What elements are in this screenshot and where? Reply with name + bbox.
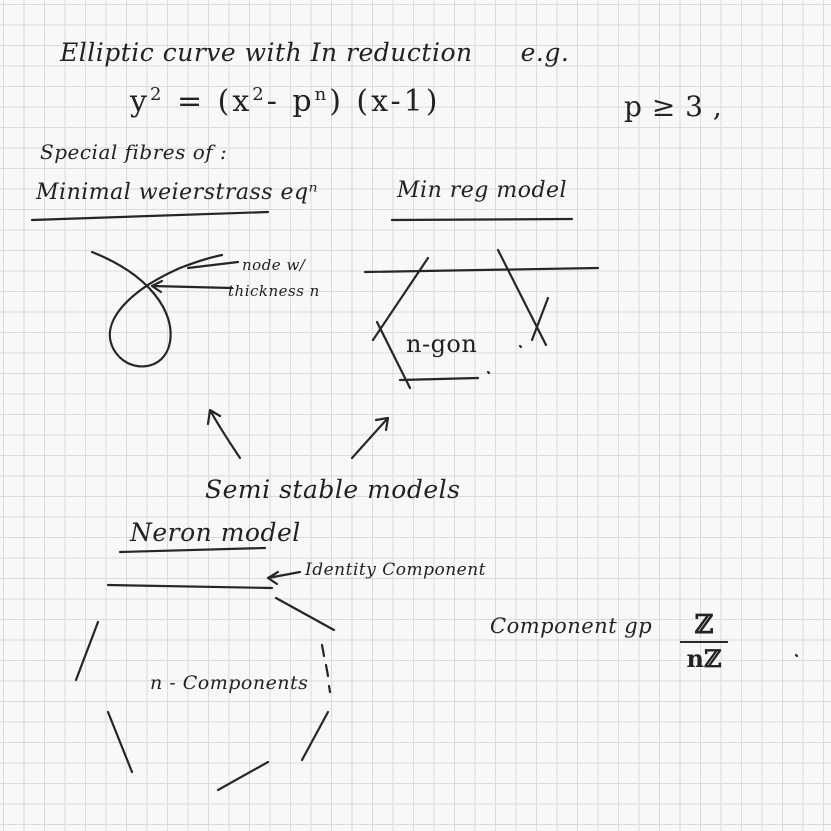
eqn-mid2: - p [267, 84, 315, 119]
fraction-numerator: ℤ [676, 610, 732, 640]
identity-component-line [108, 585, 272, 588]
component-right-dashed-1 [322, 645, 324, 656]
min-weierstrass-heading: Minimal weierstrass eqⁿ [36, 180, 318, 205]
node-label-line2: thickness n [228, 282, 320, 300]
nodal-curve [92, 252, 222, 366]
ngon-top-line [365, 268, 598, 272]
eqn-mid: = (x [164, 84, 252, 119]
neron-underline [120, 548, 265, 552]
fraction-denominator: nℤ [676, 644, 732, 674]
min-weierstrass-underline [32, 212, 268, 220]
semistable-models-label: Semi stable models [205, 475, 460, 504]
n-components-label: n - Components [150, 672, 308, 694]
special-fibres-label: Special fibres of : [40, 140, 227, 164]
p-condition: p ≥ 3 , [624, 90, 722, 123]
node-arrow [152, 281, 232, 292]
component-left [76, 622, 98, 680]
right-up-arrow [352, 418, 388, 458]
trailing-dot [796, 655, 797, 656]
title-eg: e.g. [521, 38, 570, 67]
identity-component-label: Identity Component [305, 560, 486, 580]
n-gon-label: n-gon [406, 330, 477, 358]
identity-arrow [268, 572, 300, 584]
node-label-line1: node w/ [242, 256, 305, 274]
component-group-fraction: ℤ nℤ [676, 610, 732, 674]
min-reg-underline [392, 219, 572, 220]
notes-title: Elliptic curve with In reduction e.g. [60, 38, 569, 67]
component-right-lower [302, 712, 328, 760]
ngon-dot-2 [520, 346, 521, 347]
eqn-y: y [130, 84, 150, 119]
fraction-bar [680, 641, 728, 643]
eqn-y-exp: 2 [150, 84, 164, 105]
component-right-dashed-3 [329, 686, 330, 692]
neron-model-heading: Neron model [130, 518, 301, 547]
component-group-label: Component gp [490, 614, 652, 638]
eqn-rhs: ) (x-1) [329, 84, 440, 119]
component-bottom [218, 762, 268, 790]
ngon-side-right-upper [498, 250, 546, 345]
ngon-dot [488, 372, 489, 373]
ngon-bottom-line [400, 378, 478, 380]
component-top-right [276, 598, 334, 630]
component-left-lower [108, 712, 132, 772]
component-right-dashed-2 [326, 665, 328, 676]
title-text: Elliptic curve with In reduction [60, 38, 473, 67]
eqn-x-exp: 2 [252, 84, 266, 105]
left-up-arrow [208, 410, 240, 458]
min-reg-model-heading: Min reg model [397, 178, 567, 203]
weierstrass-equation: y2 = (x2- pn) (x-1) [130, 84, 440, 119]
eqn-p-exp: n [315, 84, 330, 105]
